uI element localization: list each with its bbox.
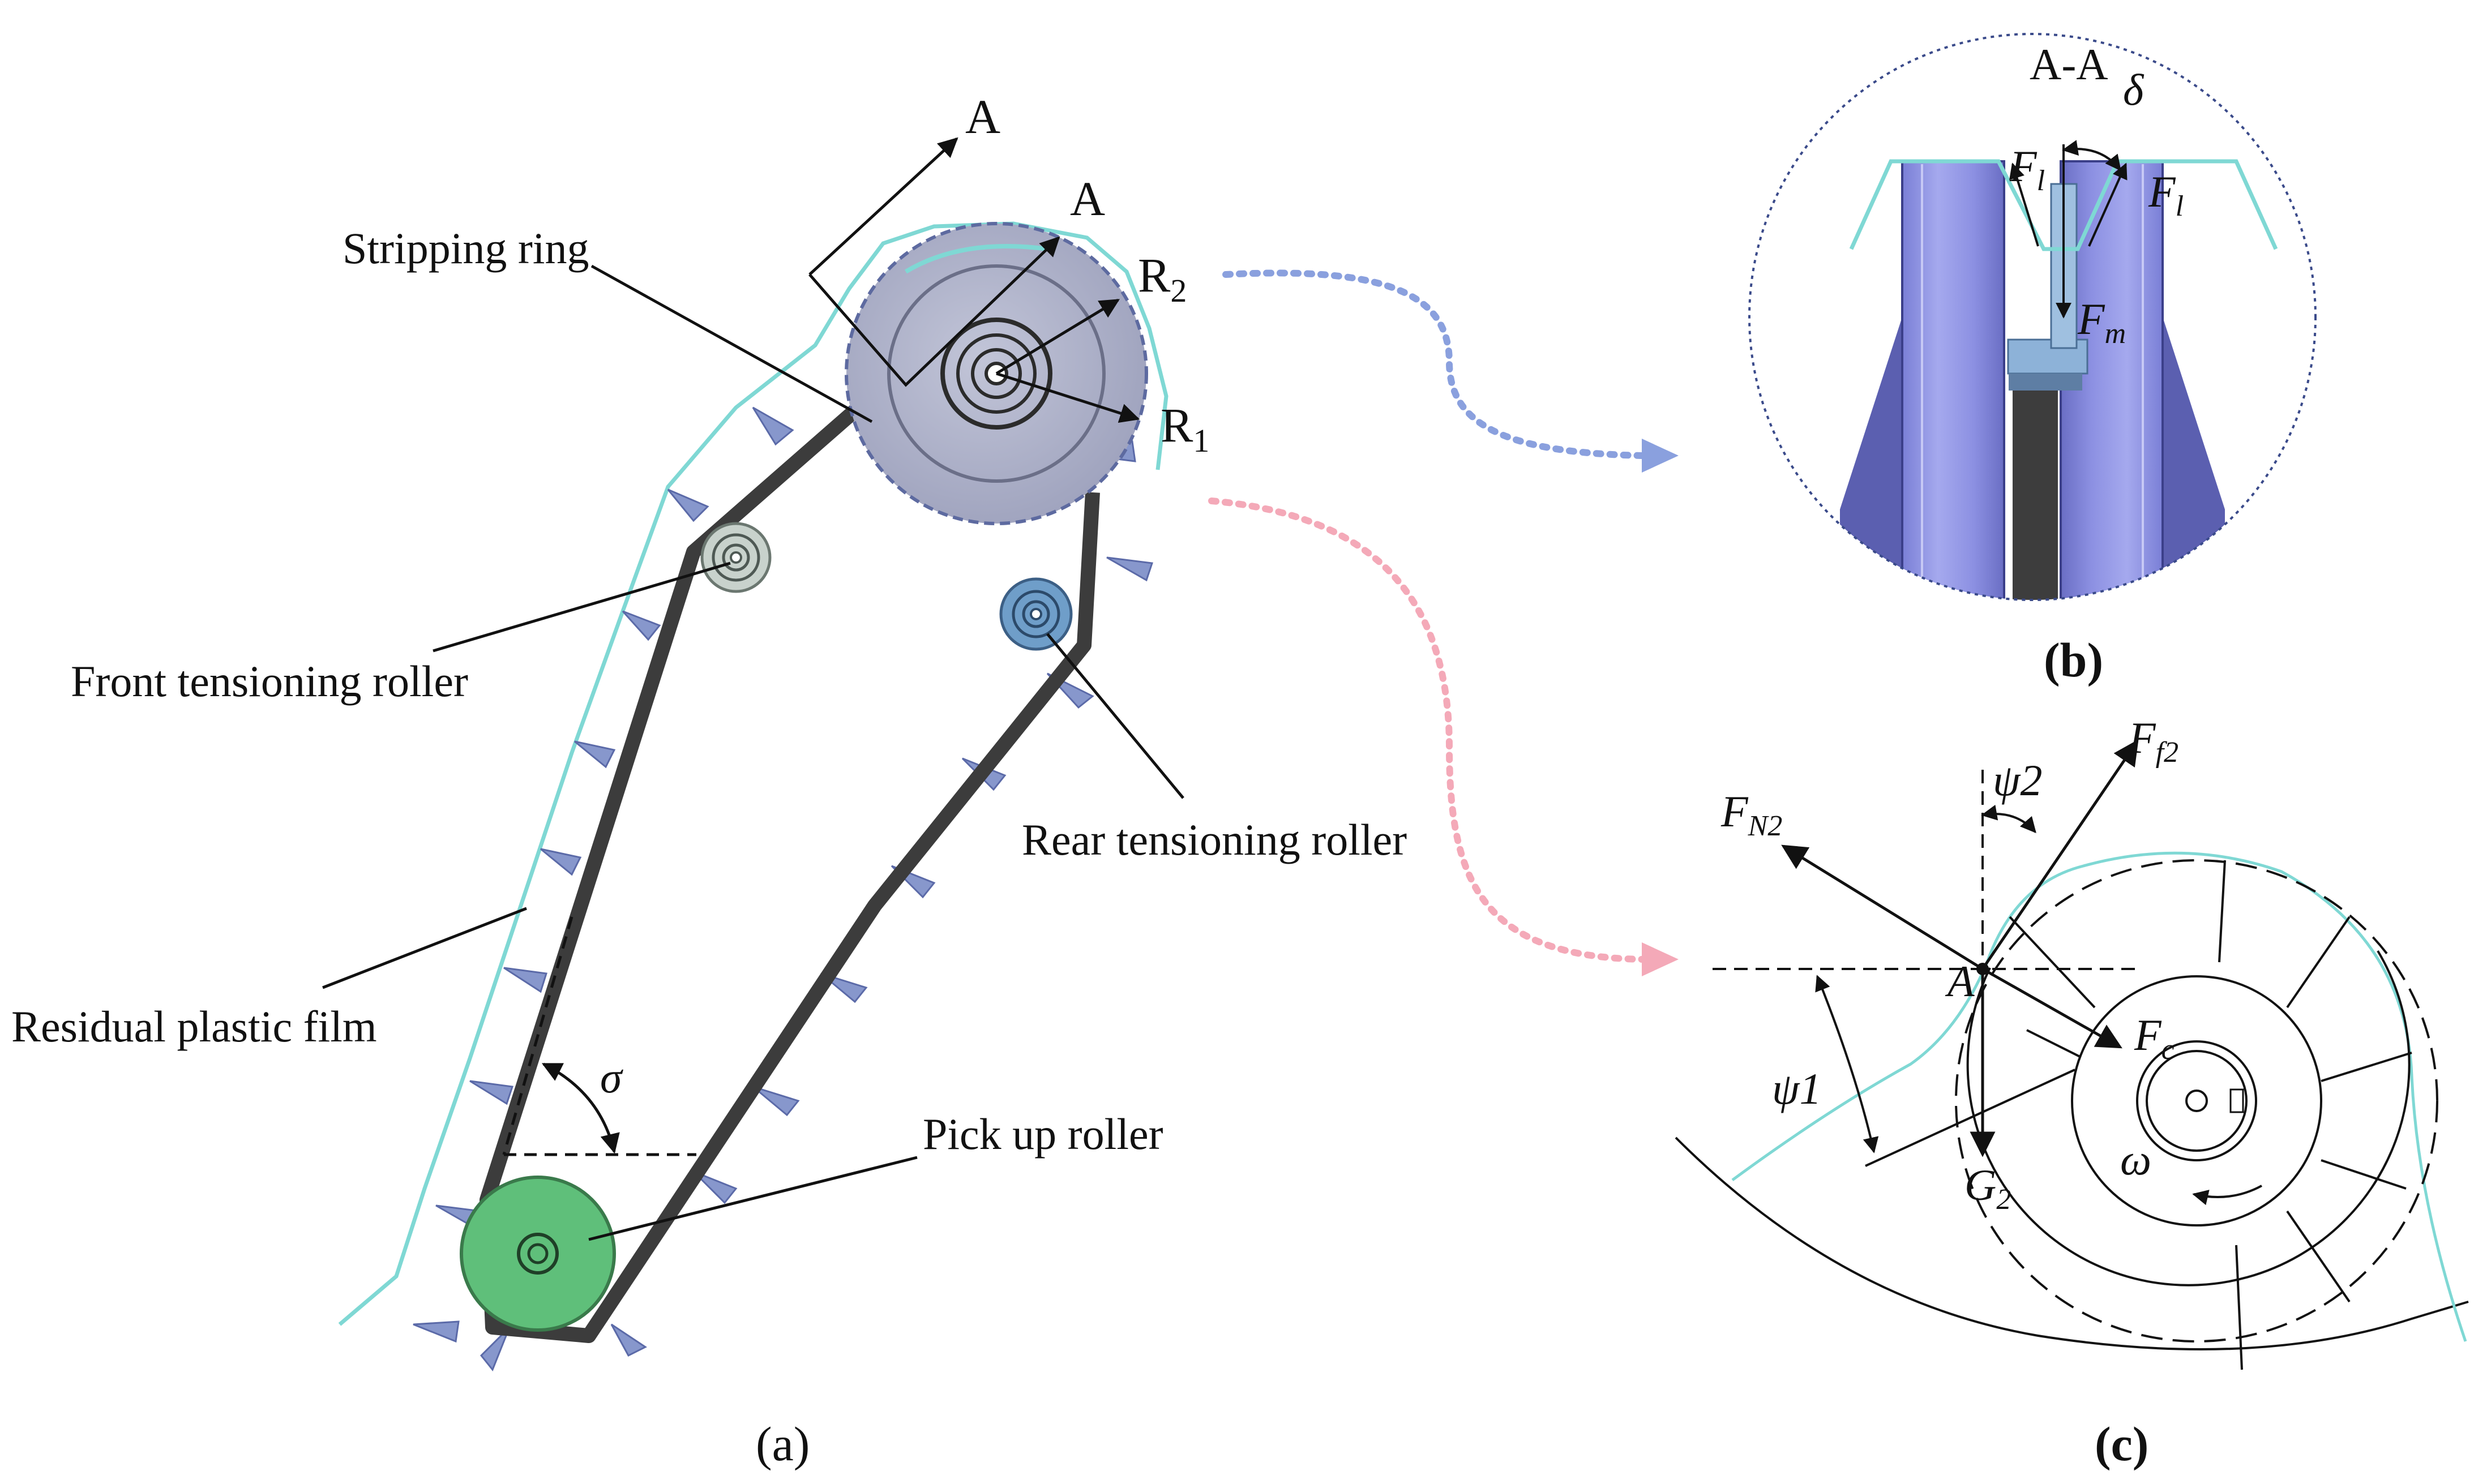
label-residual-plastic-film: Residual plastic film	[11, 1002, 377, 1051]
force-fm: Fm	[2077, 294, 2126, 350]
section-mark-bottom: A	[1070, 171, 1105, 226]
radius-inner-label: R1	[1161, 398, 1209, 459]
radius-outer-label: R2	[1138, 248, 1187, 309]
caption-b: (b)	[2044, 633, 2103, 687]
front-tensioning-roller	[700, 522, 772, 593]
panel-b: A-A δ Fl Fl Fm (b)	[1748, 33, 2317, 687]
psi1-symbol: ψ1	[1772, 1064, 1821, 1113]
residual-plastic-film	[338, 221, 1168, 1326]
section-mark-top: A	[965, 89, 1000, 144]
label-front-tensioning-roller: Front tensioning roller	[71, 657, 468, 706]
pick-up-roller	[460, 1176, 616, 1332]
panel-c: ω FN2 Ff2 ψ2 A Fc ψ1 G2 (c)	[1675, 713, 2469, 1471]
psi2-symbol: ψ2	[1993, 756, 2042, 805]
omega-symbol: ω	[2120, 1135, 2151, 1184]
force-fl-right: Fl	[2148, 167, 2184, 222]
section-title-aa: A-A	[2030, 40, 2108, 89]
label-stripping-ring: Stripping ring	[343, 224, 589, 273]
force-fl-left: Fl	[2009, 141, 2045, 197]
connector-arrow-c	[1208, 497, 1645, 963]
gravity-g2: G2	[1964, 1160, 2011, 1216]
label-pick-up-roller: Pick up roller	[923, 1109, 1163, 1159]
panel-a: σ A A R2 R1	[11, 89, 1407, 1471]
caption-a: (a)	[756, 1417, 810, 1471]
connector-arrow-b	[1222, 269, 1645, 459]
force-ff2: Ff2	[2128, 713, 2178, 769]
force-fc: Fc	[2134, 1010, 2175, 1066]
sigma-symbol: σ	[600, 1053, 623, 1102]
label-rear-tensioning-roller: Rear tensioning roller	[1022, 815, 1407, 864]
point-a-label: A	[1945, 957, 1975, 1006]
caption-c: (c)	[2095, 1417, 2148, 1471]
delta-symbol: δ	[2123, 65, 2145, 114]
force-fn2: FN2	[1720, 787, 1782, 842]
rear-tensioning-roller	[999, 577, 1073, 651]
point-a-dot	[1976, 963, 1989, 975]
